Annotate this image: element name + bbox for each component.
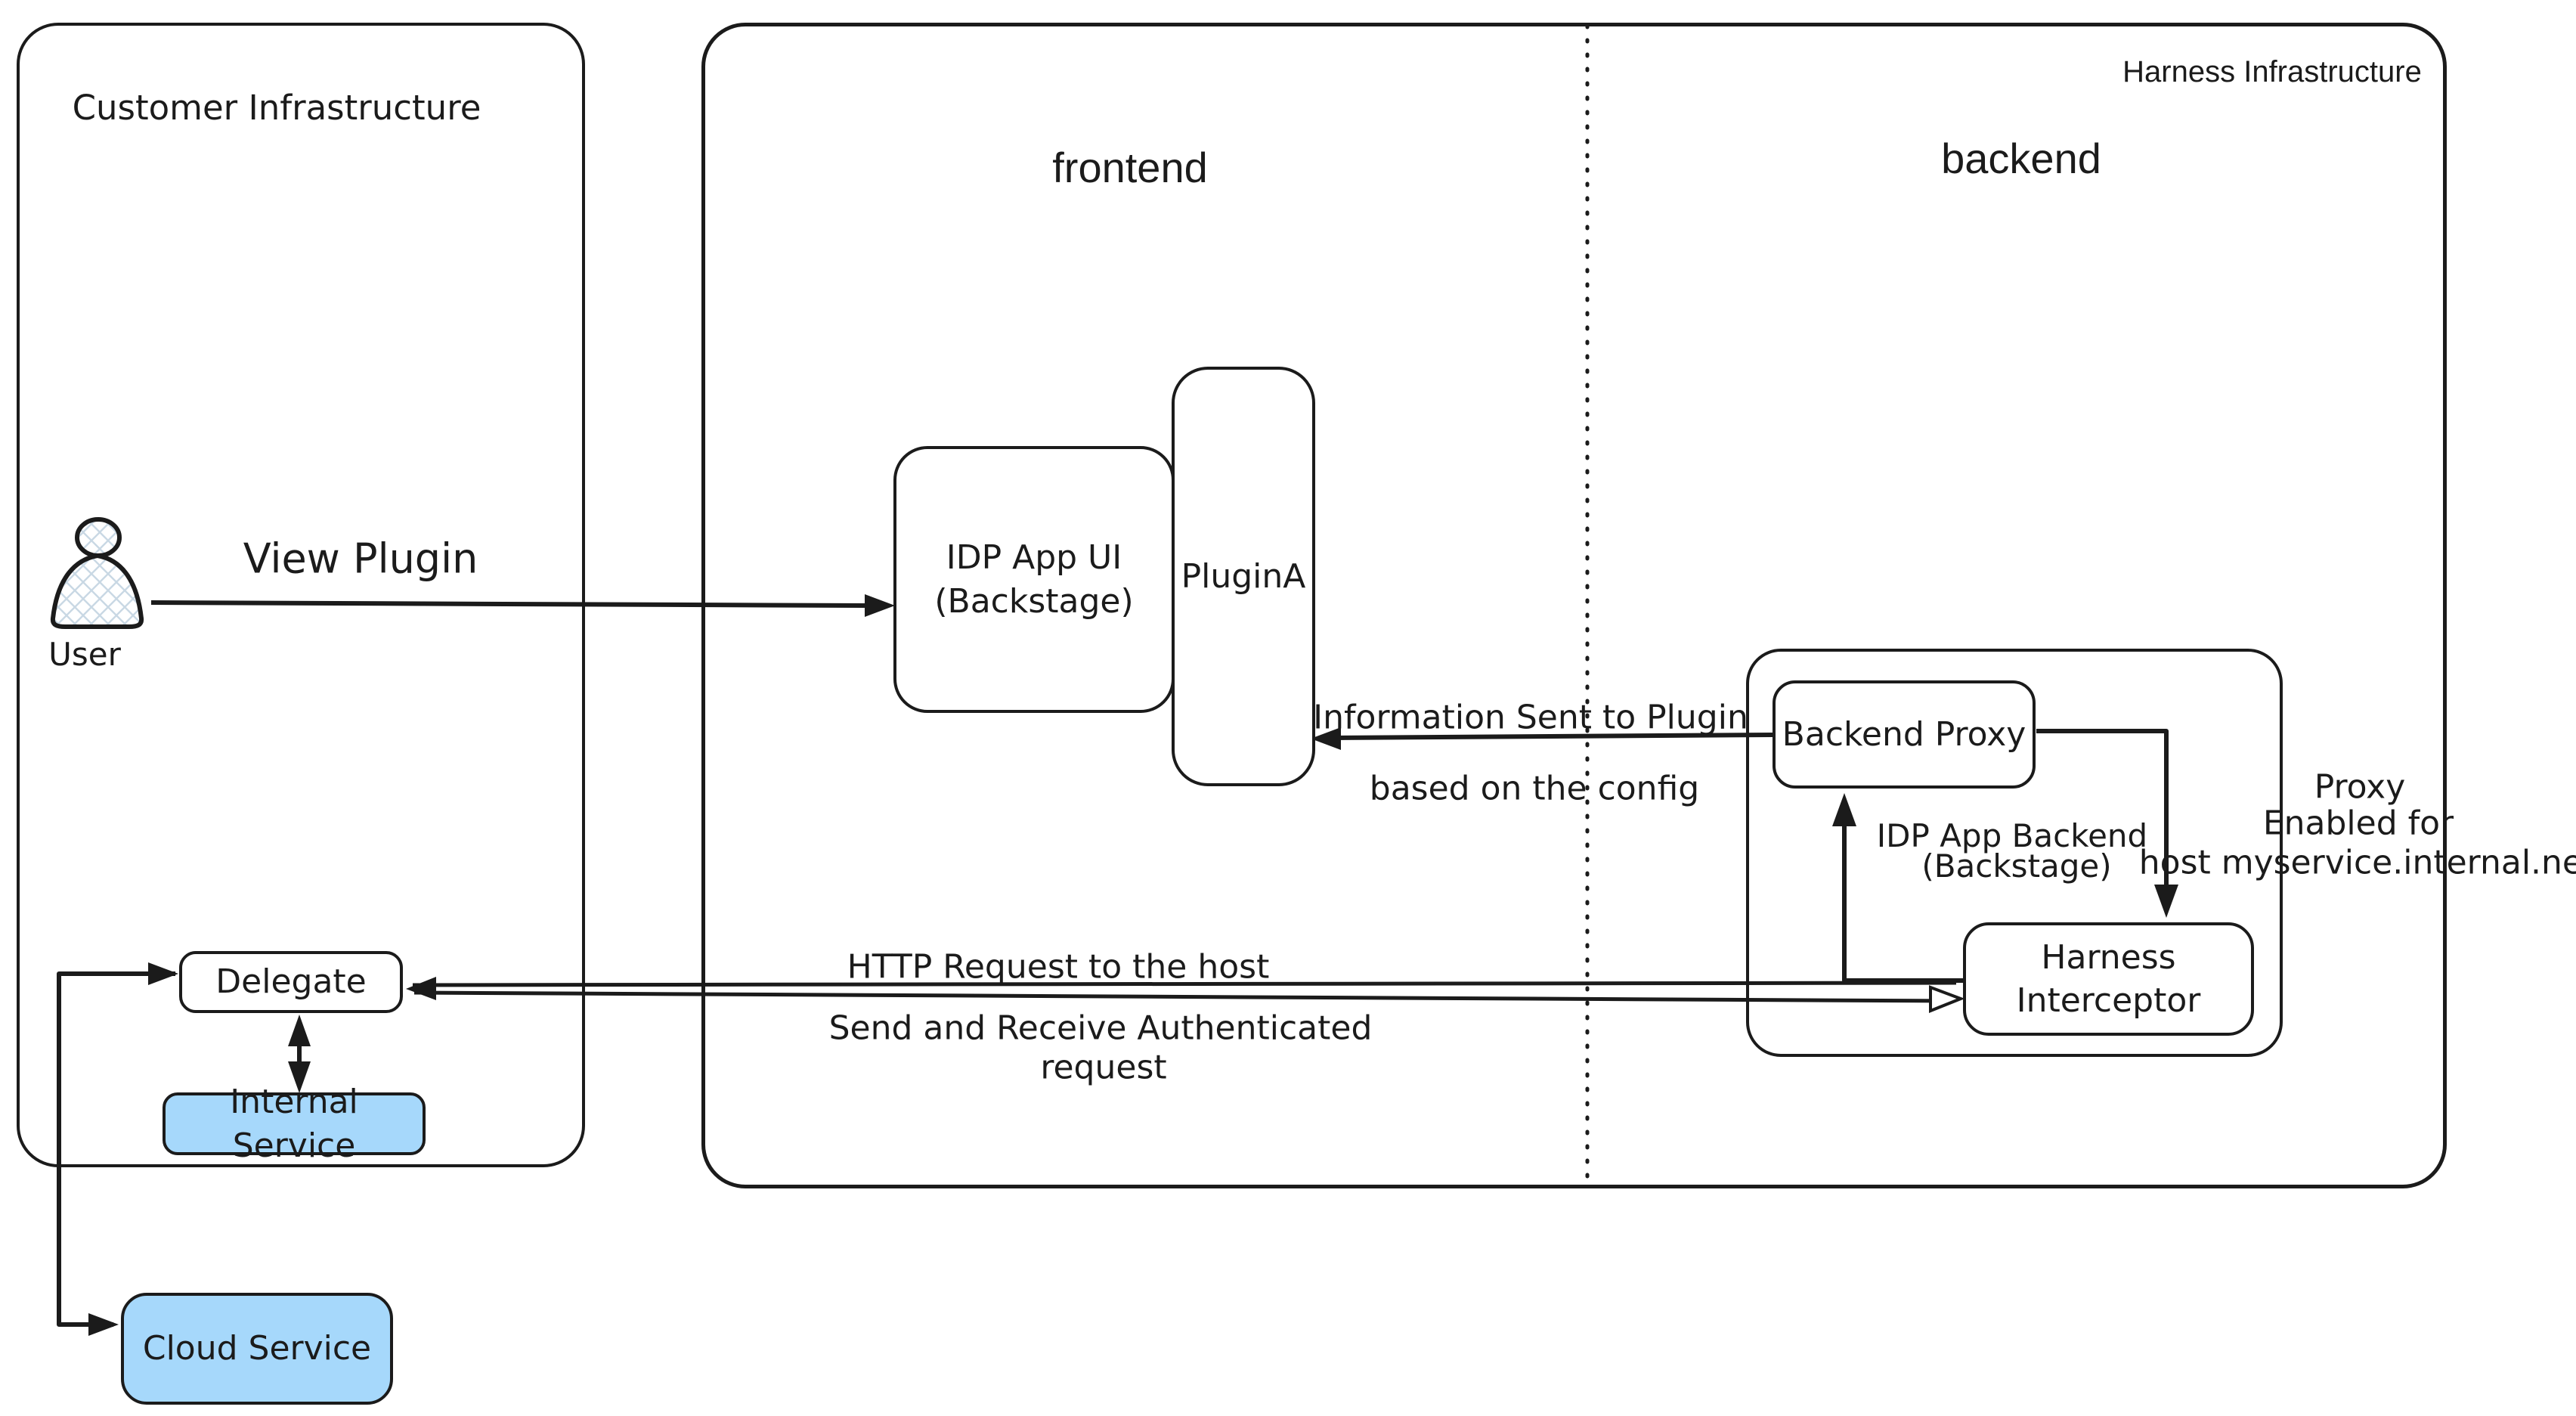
- http-request-label-line1: HTTP Request to the host: [847, 947, 1270, 987]
- user-label: User: [48, 635, 121, 673]
- harness-interceptor-label-line1: Harness: [2041, 937, 2176, 977]
- plugin-a-label: PluginA: [1181, 556, 1306, 596]
- edge-interceptor-to-proxy: [1832, 793, 1963, 983]
- proxy-enabled-label-line1: Proxy: [2314, 767, 2406, 807]
- proxy-enabled-label-line3: host myservice.internal.net: [2138, 843, 2576, 882]
- node-harness-interceptor: Harness Interceptor: [1963, 922, 2254, 1036]
- frontend-section-label: frontend: [1052, 144, 1208, 191]
- customer-infrastructure-title: Customer Infrastructure: [72, 87, 481, 128]
- customer-infrastructure-box: [17, 23, 585, 1167]
- node-cloud-service: Cloud Service: [121, 1293, 393, 1405]
- http-request-label-line3: request: [1040, 1048, 1167, 1087]
- edge-info-sent: [1311, 727, 1773, 750]
- view-plugin-edge-label: View Plugin: [243, 534, 478, 583]
- node-plugin-a: PluginA: [1172, 367, 1315, 786]
- edge-delegate-internal: [288, 1015, 311, 1093]
- harness-interceptor-label-line2: Interceptor: [2016, 981, 2201, 1020]
- backend-proxy-label: Backend Proxy: [1782, 714, 2026, 754]
- edge-proxy-to-interceptor: [2036, 729, 2178, 918]
- cloud-service-label: Cloud Service: [142, 1329, 372, 1368]
- harness-infrastructure-title: Harness Infrastructure: [2122, 55, 2422, 88]
- edge-view-plugin: [150, 594, 895, 617]
- edge-delegate-cloud: [57, 962, 178, 1336]
- idp-app-ui-label-line1: IDP App UI: [946, 538, 1122, 578]
- node-backend-proxy: Backend Proxy: [1773, 680, 2036, 789]
- idp-app-backend-label-line2: (Backstage): [1921, 847, 2112, 885]
- node-delegate: Delegate: [179, 951, 403, 1013]
- http-request-label-line2: Send and Receive Authenticated: [828, 1009, 1373, 1048]
- delegate-label: Delegate: [215, 962, 367, 1002]
- edge-http-request: [406, 977, 1965, 1013]
- node-idp-app-ui: IDP App UI (Backstage): [893, 446, 1175, 713]
- internal-service-label: Internal Service: [230, 1083, 358, 1165]
- info-sent-label-line1: Information Sent to Plugin: [1313, 698, 1748, 737]
- backend-section-label: backend: [1941, 135, 2101, 182]
- info-sent-label-line2: based on the config: [1369, 769, 1700, 808]
- user-icon: [50, 517, 144, 629]
- proxy-enabled-label-line2: Enabled for: [2262, 804, 2454, 843]
- idp-app-ui-label-line2: (Backstage): [934, 581, 1134, 621]
- node-internal-service: Internal Service: [163, 1083, 426, 1165]
- idp-app-backend-container: [1746, 649, 2283, 1057]
- idp-app-backend-label-line1: IDP App Backend: [1876, 816, 2148, 854]
